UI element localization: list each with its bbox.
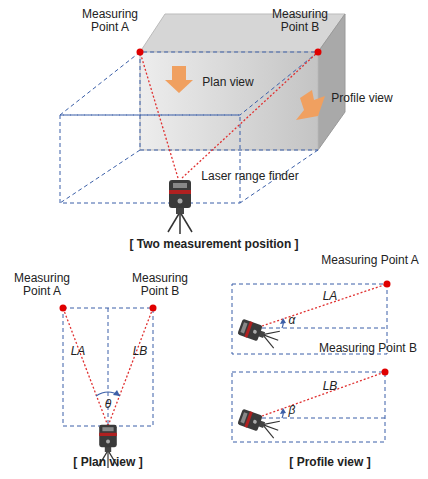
- point-label: Measuring Point A: [310, 254, 428, 267]
- distance-label: LB: [318, 380, 342, 393]
- panel-caption: [ Plan view ]: [53, 456, 163, 469]
- point-label: Measuring Point B: [308, 342, 428, 355]
- distance-label: LA: [318, 290, 342, 303]
- angle-label: β: [284, 404, 300, 417]
- angle-label: θ: [100, 398, 116, 411]
- view-label: Profile view: [327, 92, 397, 105]
- point-label: Measuring Point A: [73, 8, 147, 34]
- view-label: Plan view: [193, 76, 263, 89]
- distance-label: LB: [128, 345, 152, 358]
- point-label: Measuring Point B: [263, 8, 337, 34]
- device-label: Laser range finder: [195, 170, 305, 183]
- point-label: Measuring Point B: [123, 272, 197, 298]
- panel-caption: [ Profile view ]: [270, 456, 390, 469]
- point-label: Measuring Point A: [5, 272, 79, 298]
- panel-caption: [ Two measurement position ]: [84, 238, 344, 251]
- distance-label: LA: [66, 345, 90, 358]
- angle-label: α: [284, 314, 300, 327]
